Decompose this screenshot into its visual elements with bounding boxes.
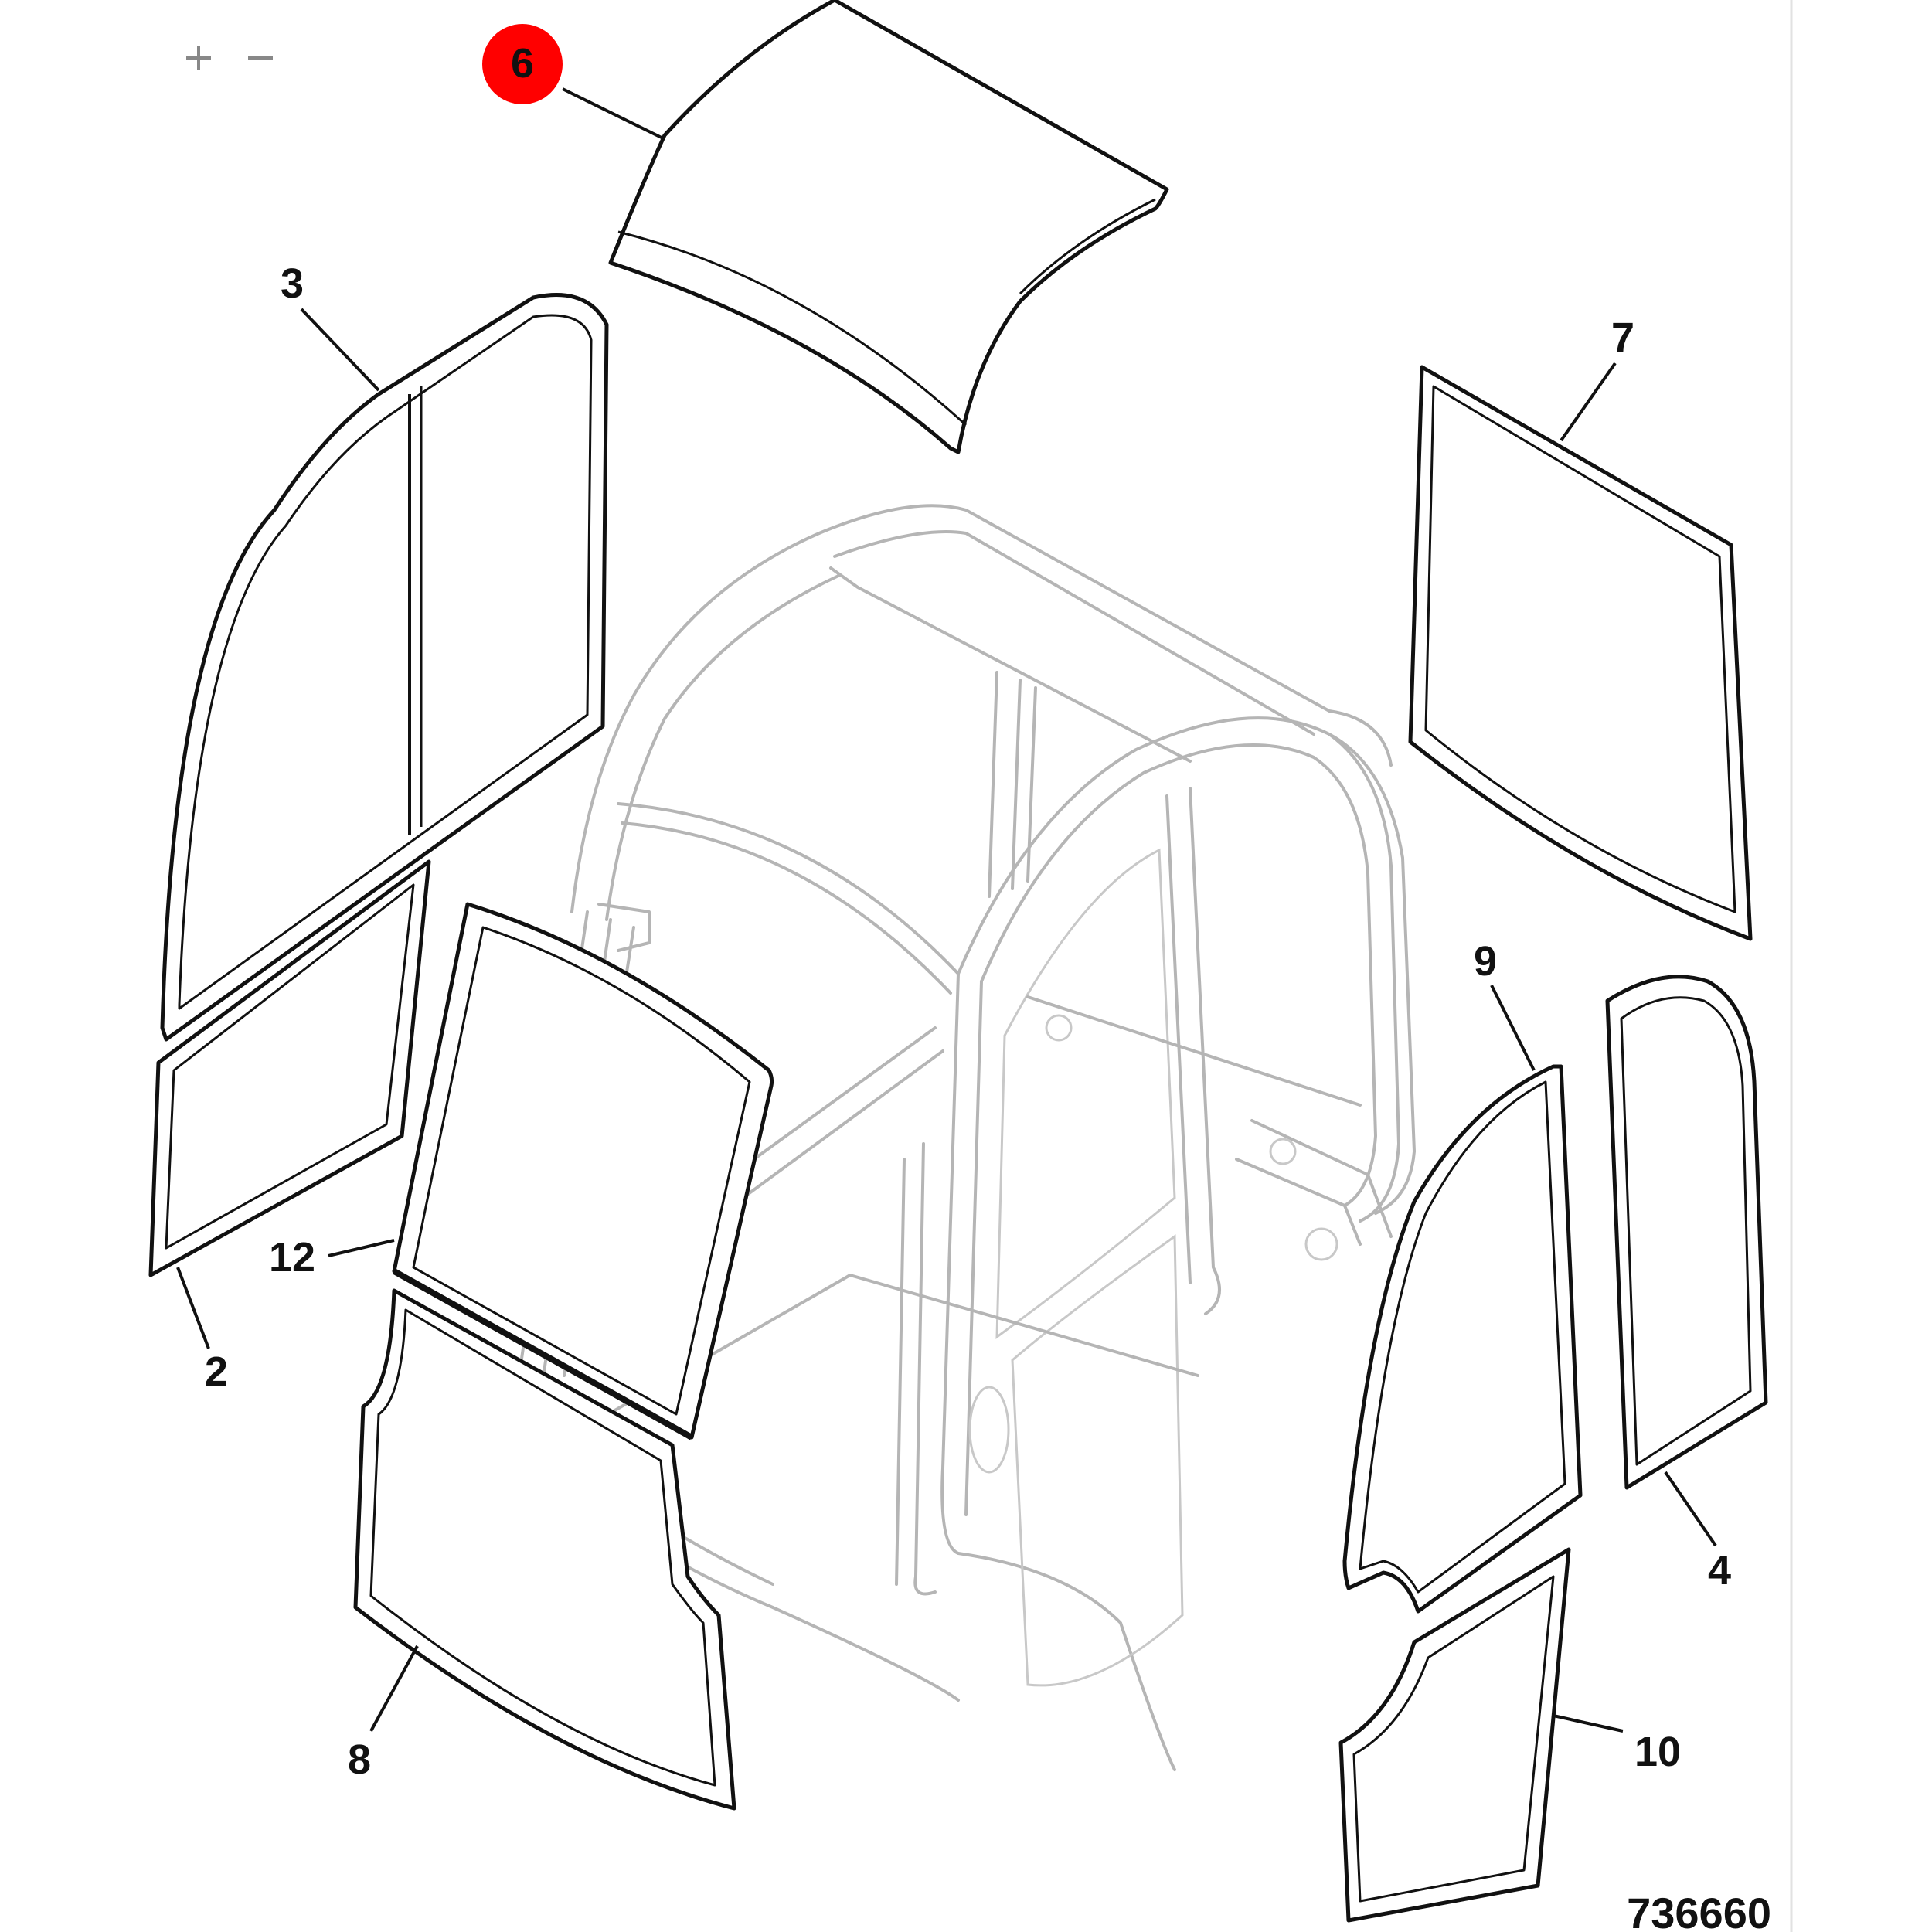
rear-left-lower-window[interactable]: [148, 859, 431, 1277]
plus-icon: [186, 46, 211, 70]
zoom-in-button[interactable]: [172, 31, 226, 85]
callout-6-highlight: [482, 24, 563, 104]
callout-10-label[interactable]: 10: [1634, 1729, 1681, 1775]
front-lower-window[interactable]: [353, 1288, 736, 1811]
right-side-lower-window[interactable]: [1338, 1547, 1571, 1923]
callout-3-label[interactable]: 3: [281, 260, 304, 307]
drawing-number: 736660: [1627, 1889, 1771, 1932]
callout-6[interactable]: 6: [482, 24, 563, 104]
front-upper-window[interactable]: [392, 902, 774, 1440]
callout-9-label[interactable]: 9: [1474, 938, 1497, 985]
rear-left-upper-window[interactable]: [160, 293, 609, 1042]
roof-glass-panel[interactable]: [608, 0, 1169, 454]
callout-8-label[interactable]: 8: [348, 1736, 371, 1783]
right-side-rear-window[interactable]: [1605, 975, 1768, 1490]
zoom-out-button[interactable]: [233, 31, 287, 85]
minus-icon: [248, 56, 273, 60]
callout-2-label[interactable]: 2: [205, 1349, 228, 1395]
callout-7-label[interactable]: 7: [1611, 315, 1634, 361]
right-side-upper-window[interactable]: [1342, 1064, 1583, 1614]
callout-4-label[interactable]: 4: [1708, 1547, 1731, 1594]
callout-6-label: 6: [511, 40, 534, 87]
callout-12-label[interactable]: 12: [269, 1234, 315, 1281]
right-rear-window[interactable]: [1408, 365, 1753, 941]
leader-lines: [176, 87, 1717, 1733]
